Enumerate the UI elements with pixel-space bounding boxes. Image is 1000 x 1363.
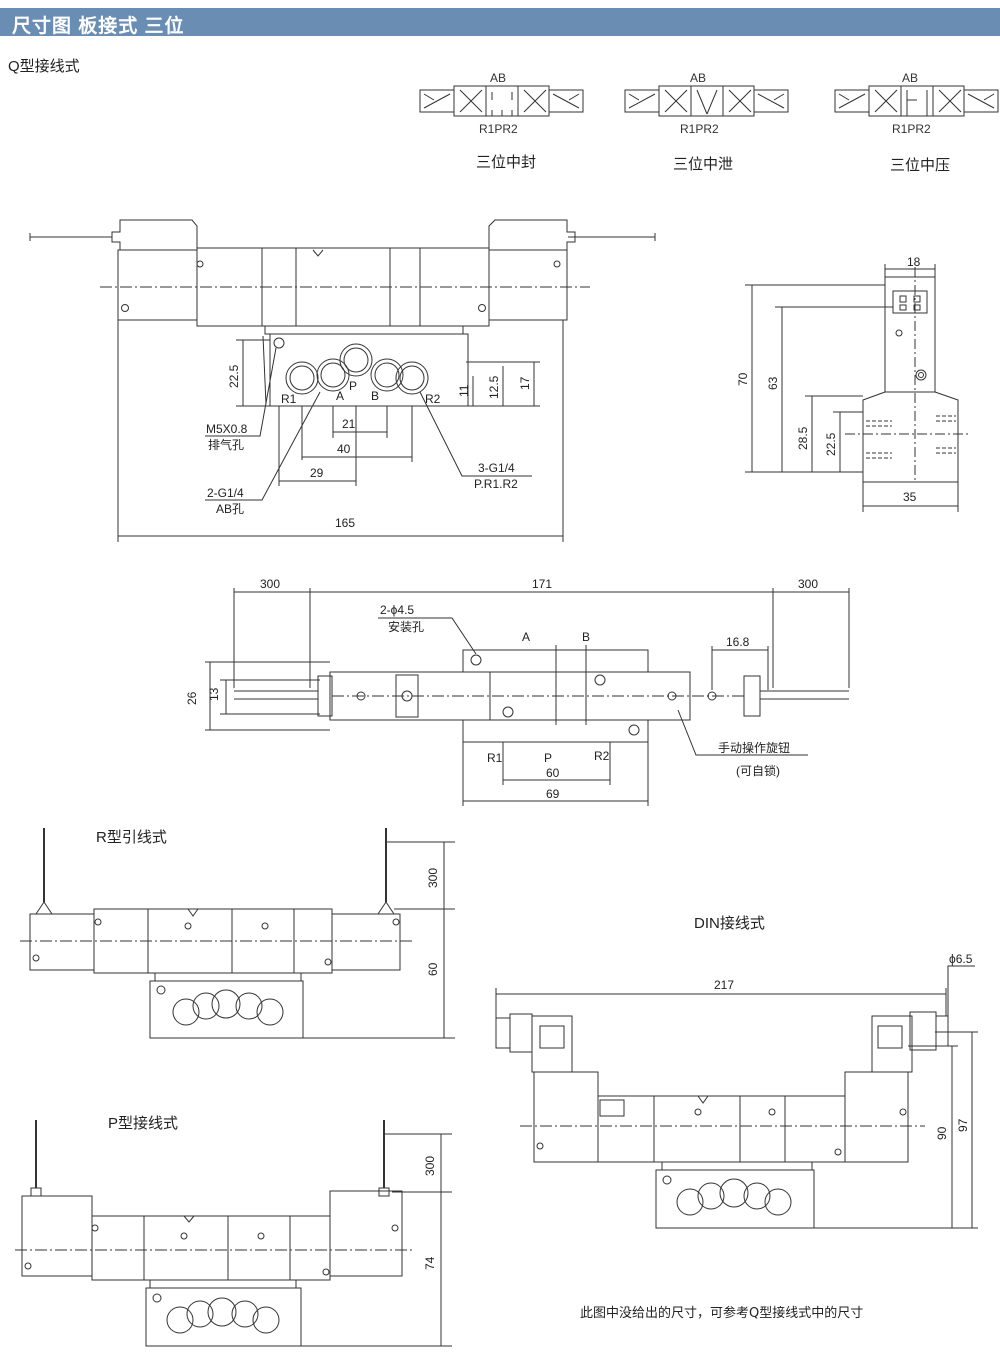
q-note-p-r1-r2: P.R1.R2 [474, 477, 518, 491]
top-dim-171: 171 [532, 577, 552, 591]
p-type-view: 300 74 [15, 1120, 452, 1347]
section-label-p: P型接线式 [108, 1115, 179, 1132]
top-dim-300-left: 300 [260, 577, 280, 591]
q-port-r2: R2 [425, 392, 441, 406]
top-port-r2: R2 [594, 749, 610, 763]
side-dim-18: 18 [907, 255, 921, 269]
page-title: 尺寸图 板接式 三位 [12, 16, 185, 37]
symbol-1-ab: AB [490, 71, 506, 85]
p-dim-300: 300 [423, 1156, 437, 1176]
top-dim-60: 60 [546, 766, 560, 780]
top-note-manual: 手动操作旋钮 [718, 740, 790, 755]
top-view: 300 171 300 26 13 16.8 A B R1 P R2 6 [185, 577, 850, 806]
section-label-din: DIN接线式 [694, 915, 765, 932]
top-port-a: A [522, 630, 530, 644]
symbol-3-ab: AB [902, 71, 918, 85]
q-dim-17: 17 [518, 376, 532, 390]
q-dim-12-5: 12.5 [487, 375, 501, 399]
symbol-2-caption: 三位中泄 [673, 155, 733, 173]
din-dim-6-5: ϕ6.5 [949, 952, 973, 966]
symbol-1-caption: 三位中封 [476, 153, 536, 171]
q-note-m5: M5X0.8 [206, 422, 248, 436]
footer-note: 此图中没给出的尺寸，可参考Q型接线式中的尺寸 [580, 1305, 863, 1321]
q-dim-21: 21 [342, 417, 356, 431]
section-label-q: Q型接线式 [8, 58, 80, 75]
q-note-exhaust: 排气孔 [208, 437, 244, 452]
symbol-2-ab: AB [690, 71, 706, 85]
symbol-closed-center: AB R1PR2 三位中封 [419, 71, 584, 171]
q-note-g14: 3-G1/4 [478, 461, 515, 475]
q-dim-165: 165 [335, 516, 355, 530]
top-port-r1: R1 [487, 751, 503, 765]
symbol-3-caption: 三位中压 [890, 156, 950, 174]
q-front-view: R1 A P B R2 22.5 11 12.5 17 21 40 29 165… [29, 219, 656, 542]
din-dim-217: 217 [714, 978, 734, 992]
p-dim-74: 74 [423, 1256, 437, 1270]
q-note-ab-port: 2-G1/4 [207, 486, 244, 500]
side-dim-22-5: 22.5 [824, 432, 838, 456]
r-dim-60: 60 [426, 962, 440, 976]
side-dim-70: 70 [736, 372, 750, 386]
side-view: 18 70 63 28.5 22.5 35 [736, 255, 968, 512]
top-note-lockable: (可自锁) [736, 763, 780, 778]
top-dim-300-right: 300 [798, 577, 818, 591]
side-dim-35: 35 [903, 490, 917, 504]
symbol-3-ports: R1PR2 [892, 122, 931, 136]
q-port-p: P [349, 379, 357, 393]
din-dim-97: 97 [956, 1118, 970, 1132]
symbol-1-ports: R1PR2 [479, 122, 518, 136]
din-dim-90: 90 [935, 1126, 949, 1140]
q-note-ab-hole: AB孔 [216, 502, 244, 516]
top-port-p: P [544, 751, 552, 765]
top-port-b: B [582, 630, 590, 644]
section-label-r: R型引线式 [96, 829, 167, 846]
q-port-a: A [336, 389, 344, 403]
r-type-view: 300 60 [20, 828, 455, 1039]
q-dim-22-5: 22.5 [227, 364, 241, 388]
q-dim-40: 40 [337, 442, 351, 456]
top-note-mount: 安装孔 [388, 619, 424, 634]
top-dim-26: 26 [185, 691, 199, 705]
din-type-view: 217 ϕ6.5 90 97 此图中没给出的尺寸，可参考Q型接线式中的尺寸 [495, 952, 978, 1321]
top-note-holes: 2-ϕ4.5 [380, 603, 414, 617]
symbol-2-ports: R1PR2 [680, 122, 719, 136]
q-dim-11: 11 [457, 384, 471, 397]
q-port-b: B [371, 389, 379, 403]
r-dim-300: 300 [426, 868, 440, 888]
symbol-exhaust-center: AB R1PR2 三位中泄 [624, 71, 789, 173]
q-dim-29: 29 [310, 466, 324, 480]
top-dim-69: 69 [546, 787, 560, 801]
symbol-pressure-center: AB R1PR2 三位中压 [834, 71, 999, 174]
header-bar: 尺寸图 板接式 三位 [0, 8, 1000, 37]
top-dim-13: 13 [207, 687, 221, 701]
top-dim-16-8: 16.8 [726, 635, 750, 649]
side-dim-63: 63 [766, 376, 780, 390]
q-port-r1: R1 [281, 392, 297, 406]
side-dim-28-5: 28.5 [796, 426, 810, 450]
